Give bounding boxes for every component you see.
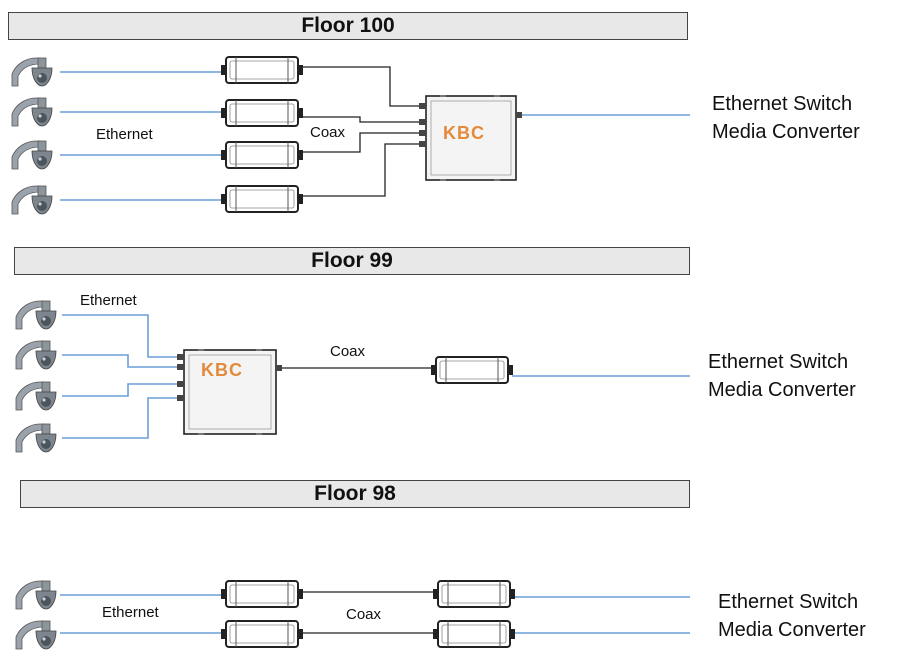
media-converter-icon [220,580,304,608]
media-converter-icon [220,99,304,127]
media-converter-icon [220,141,304,169]
switch-label-line1: Ethernet Switch [718,591,859,613]
dome-camera-icon [15,381,57,411]
floor-99-header: Floor 99 [14,247,690,275]
ethernet-label: Ethernet [102,604,159,621]
switch-label-line2: Media Converter [708,379,856,401]
media-converter-icon [220,185,304,213]
kbc-logo: KBC [443,123,485,143]
dome-camera-icon [15,580,57,610]
switch-label: Ethernet Switch Media Converter [712,90,860,146]
ethernet-label: Ethernet [80,292,137,309]
dome-camera-icon [11,97,53,127]
dome-camera-icon [15,340,57,370]
dome-camera-icon [11,140,53,170]
switch-label-line2: Media Converter [718,619,866,641]
media-converter-icon [432,620,516,648]
kbc-hub-icon [419,95,522,181]
dome-camera-icon [15,620,57,650]
switch-label-line2: Media Converter [712,121,860,143]
ethernet-label: Ethernet [96,126,153,143]
dome-camera-icon [11,185,53,215]
media-converter-icon [220,620,304,648]
coax-label: Coax [330,343,366,360]
dome-camera-icon [15,423,57,453]
dome-camera-icon [11,57,53,87]
switch-label: Ethernet Switch Media Converter [708,348,856,404]
media-converter-icon [430,356,514,384]
switch-label: Ethernet Switch Media Converter [718,588,866,644]
floor-98-header: Floor 98 [20,480,690,508]
switch-label-line1: Ethernet Switch [712,93,853,115]
kbc-logo: KBC [201,360,243,380]
floor-100-header: Floor 100 [8,12,688,40]
media-converter-icon [220,56,304,84]
kbc-hub-icon [177,349,282,435]
dome-camera-icon [15,300,57,330]
coax-label: Coax [310,124,346,141]
switch-label-line1: Ethernet Switch [708,351,849,373]
media-converter-icon [432,580,516,608]
coax-label: Coax [346,606,382,623]
